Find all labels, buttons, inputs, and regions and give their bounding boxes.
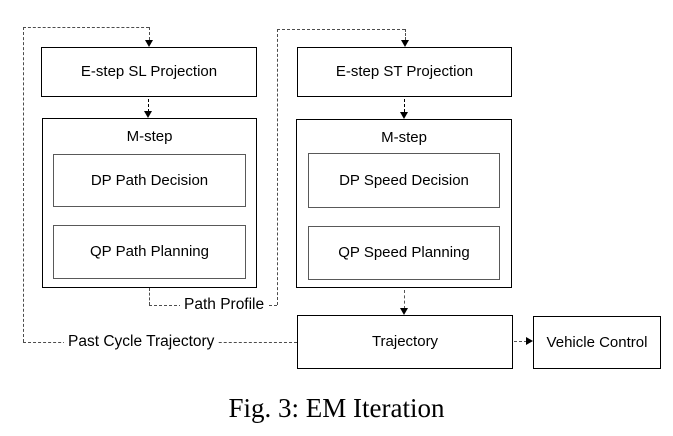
- figure-caption: Fig. 3: EM Iteration: [228, 393, 445, 423]
- node-estep-st-projection-label: E-step ST Projection: [335, 63, 474, 80]
- edge-label-path-profile: Path Profile: [180, 296, 269, 314]
- connector-estep-st-to-mstep: [404, 99, 405, 112]
- node-mstep-right-label: M-step: [381, 129, 427, 146]
- node-mstep-left-label: M-step: [126, 128, 173, 145]
- arrowhead-down-into-estep-sl: [145, 40, 153, 47]
- node-estep-sl-projection: E-step SL Projection: [41, 47, 257, 97]
- arrowhead-down-into-trajectory: [400, 308, 408, 315]
- connector-past-cycle-top: [23, 27, 149, 28]
- arrowhead-down-into-mstep-left: [144, 111, 152, 118]
- edge-label-past-cycle-trajectory: Past Cycle Trajectory: [64, 333, 219, 351]
- arrowhead-down-into-estep-st: [401, 40, 409, 47]
- connector-path-profile-stub: [149, 288, 150, 305]
- connector-mstep-to-trajectory: [404, 290, 405, 309]
- node-vehicle-control-label: Vehicle Control: [546, 333, 648, 351]
- node-qp-path-planning-label: QP Path Planning: [90, 243, 209, 260]
- node-dp-speed-decision-label: DP Speed Decision: [339, 171, 469, 189]
- connector-past-cycle-left: [23, 27, 24, 342]
- node-dp-path-decision-label: DP Path Decision: [90, 171, 209, 189]
- connector-path-profile-top: [277, 29, 405, 30]
- arrowhead-right-into-vehicle-control: [526, 337, 533, 345]
- connector-path-profile-up: [277, 29, 278, 305]
- node-qp-path-planning: QP Path Planning: [53, 225, 246, 279]
- node-dp-speed-decision: DP Speed Decision: [308, 153, 500, 208]
- node-qp-speed-planning: QP Speed Planning: [308, 226, 500, 280]
- node-qp-speed-planning-label: QP Speed Planning: [338, 244, 470, 261]
- node-estep-sl-projection-label: E-step SL Projection: [80, 63, 218, 80]
- node-trajectory: Trajectory: [297, 315, 513, 369]
- connector-path-profile-drop: [405, 29, 406, 40]
- connector-trajectory-to-vehicle-control: [514, 341, 527, 342]
- node-vehicle-control: Vehicle Control: [533, 316, 661, 369]
- connector-past-cycle-drop: [149, 27, 150, 40]
- connector-estep-sl-to-mstep: [148, 99, 149, 112]
- node-estep-st-projection: E-step ST Projection: [297, 47, 512, 97]
- node-dp-path-decision: DP Path Decision: [53, 154, 246, 207]
- arrowhead-down-into-mstep-right: [400, 112, 408, 119]
- node-trajectory-label: Trajectory: [371, 333, 439, 350]
